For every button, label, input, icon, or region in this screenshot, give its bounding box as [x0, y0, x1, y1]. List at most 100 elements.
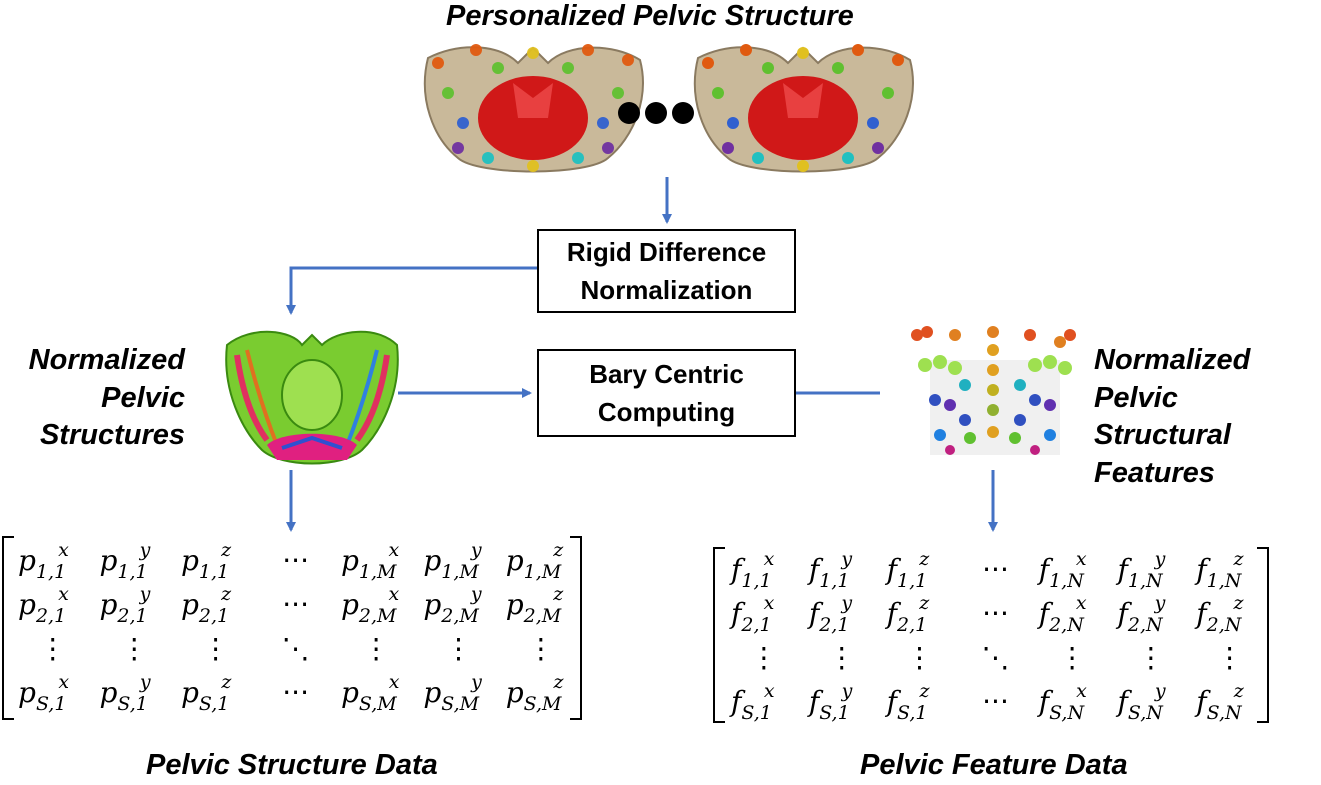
matrix-subscript: S,N — [1127, 701, 1163, 724]
structure-matrix-cell: p2,Mx — [335, 582, 417, 627]
matrix-subscript: 2,N — [1206, 613, 1242, 636]
matrix-bracket-right — [570, 536, 582, 720]
matrix-symbol: p — [99, 543, 118, 577]
matrix-subscript: 2,1 — [741, 613, 772, 636]
structure-matrix-cell: ··· — [282, 675, 309, 709]
feature-matrix-cell: fS,1z — [881, 679, 959, 724]
matrix-subscript: S,M — [523, 692, 562, 715]
matrix-symbol: f — [731, 596, 742, 630]
feature-matrix-cell: fS,Nz — [1190, 679, 1269, 724]
feature-matrix-cell: fS,Ny — [1112, 679, 1191, 724]
matrix-symbol: p — [18, 675, 36, 709]
matrix-bracket-right — [1257, 547, 1269, 723]
structure-matrix-cell: p1,1y — [93, 538, 174, 583]
feature-matrix-cell: f1,1y — [803, 547, 881, 592]
matrix-superscript: y — [139, 670, 151, 693]
matrix-symbol: p — [18, 587, 36, 621]
structure-matrix-row: ⋮⋮⋮⋱⋮⋮⋮ — [12, 626, 582, 670]
matrix-superscript: y — [841, 679, 853, 702]
matrix-subscript: 1,1 — [198, 560, 230, 583]
matrix-subscript: 2,M — [523, 604, 562, 627]
matrix-subscript: S,M — [358, 692, 397, 715]
matrix-superscript: y — [841, 547, 853, 570]
matrix-subscript: S,1 — [819, 701, 850, 724]
feature-clusters — [911, 326, 1076, 455]
box-line: Bary Centric — [589, 359, 744, 389]
structure-matrix-cell: p2,1z — [175, 582, 256, 627]
structure-matrix-cell: p2,1y — [93, 582, 174, 627]
title-pelvic-structure-data: Pelvic Structure Data — [146, 749, 438, 781]
structure-matrix-cell: p1,1z — [175, 538, 256, 583]
matrix-superscript: z — [553, 538, 564, 561]
matrix-superscript: z — [553, 582, 564, 605]
title-normalized-pelvic-structural-features: Normalized Pelvic Structural Features — [1094, 342, 1321, 493]
matrix-subscript: 2,M — [441, 604, 479, 627]
matrix-superscript: y — [471, 670, 482, 693]
matrix-superscript: x — [58, 582, 69, 605]
structure-matrix-cell: ⋱ — [281, 631, 310, 665]
matrix-superscript: x — [58, 670, 70, 693]
matrix-symbol: p — [423, 543, 442, 577]
matrix-subscript: 2,1 — [819, 613, 850, 636]
matrix-subscript: 2,N — [1127, 613, 1163, 636]
matrix-superscript: z — [1233, 591, 1244, 614]
matrix-symbol: f — [731, 552, 742, 586]
title-personalized-pelvic-structure: Personalized Pelvic Structure — [446, 0, 854, 32]
matrix-subscript: S,1 — [198, 692, 230, 715]
matrix-symbol: f — [1196, 596, 1207, 630]
matrix-subscript: S,M — [441, 692, 480, 715]
matrix-superscript: y — [1154, 679, 1166, 702]
matrix-symbol: f — [808, 596, 820, 630]
feature-matrix-cell: ⋮ — [1136, 640, 1165, 674]
matrix-subscript: S,1 — [741, 701, 772, 724]
matrix-symbol: p — [340, 675, 359, 709]
pelvis-image-right — [693, 44, 914, 173]
ellipsis-dots — [618, 102, 694, 124]
feature-matrix-cell: ··· — [982, 596, 1009, 630]
feature-matrix-cell: ⋮ — [1058, 640, 1087, 674]
matrix-symbol: f — [1196, 684, 1207, 718]
matrix-subscript: 2,N — [1049, 613, 1084, 636]
matrix-subscript: S,1 — [35, 692, 67, 715]
feature-matrix-cell: ⋮ — [1215, 640, 1244, 674]
feature-matrix-cell: ··· — [982, 684, 1009, 718]
pelvis-image-left — [423, 44, 644, 173]
matrix-superscript: x — [388, 670, 400, 693]
title-line: Features — [1094, 457, 1215, 490]
matrix-symbol: p — [340, 587, 359, 621]
matrix-bracket-left — [2, 536, 14, 720]
matrix-superscript: x — [1076, 679, 1087, 702]
matrix-subscript: 1,1 — [741, 569, 772, 592]
matrix-bracket-left — [713, 547, 725, 723]
feature-matrix-cell: ··· — [982, 552, 1009, 586]
structure-matrix-cell: pS,Mz — [500, 670, 582, 715]
title-line: Normalized — [1094, 344, 1251, 376]
matrix-subscript: S,1 — [897, 701, 928, 724]
feature-point-cloud-image — [911, 326, 1076, 455]
matrix-symbol: f — [808, 684, 820, 718]
structure-matrix-cell: ⋮ — [38, 631, 67, 665]
matrix-subscript: S,N — [1049, 701, 1085, 724]
matrix-symbol: f — [1038, 552, 1050, 586]
feature-matrix-cell: f2,Ny — [1112, 591, 1191, 636]
feature-matrix-cell: f1,Ny — [1112, 547, 1191, 592]
matrix-superscript: z — [221, 538, 232, 561]
matrix-symbol: f — [1117, 684, 1128, 718]
matrix-symbol: f — [1117, 552, 1128, 586]
matrix-symbol: p — [18, 543, 36, 577]
structure-matrix-cell: p2,My — [417, 582, 499, 627]
feature-matrix-cell: f1,1x — [725, 547, 803, 592]
feature-matrix-cell: fS,1y — [803, 679, 881, 724]
feature-matrix-cell: ⋮ — [749, 640, 778, 674]
matrix-superscript: y — [470, 538, 482, 561]
feature-matrix-cell: f2,1z — [881, 591, 959, 636]
matrix-subscript: 1,1 — [897, 569, 928, 592]
matrix-symbol: f — [1038, 684, 1050, 718]
box-line: Computing — [597, 397, 736, 427]
matrix-symbol: p — [505, 675, 524, 709]
matrix-superscript: z — [553, 670, 564, 693]
